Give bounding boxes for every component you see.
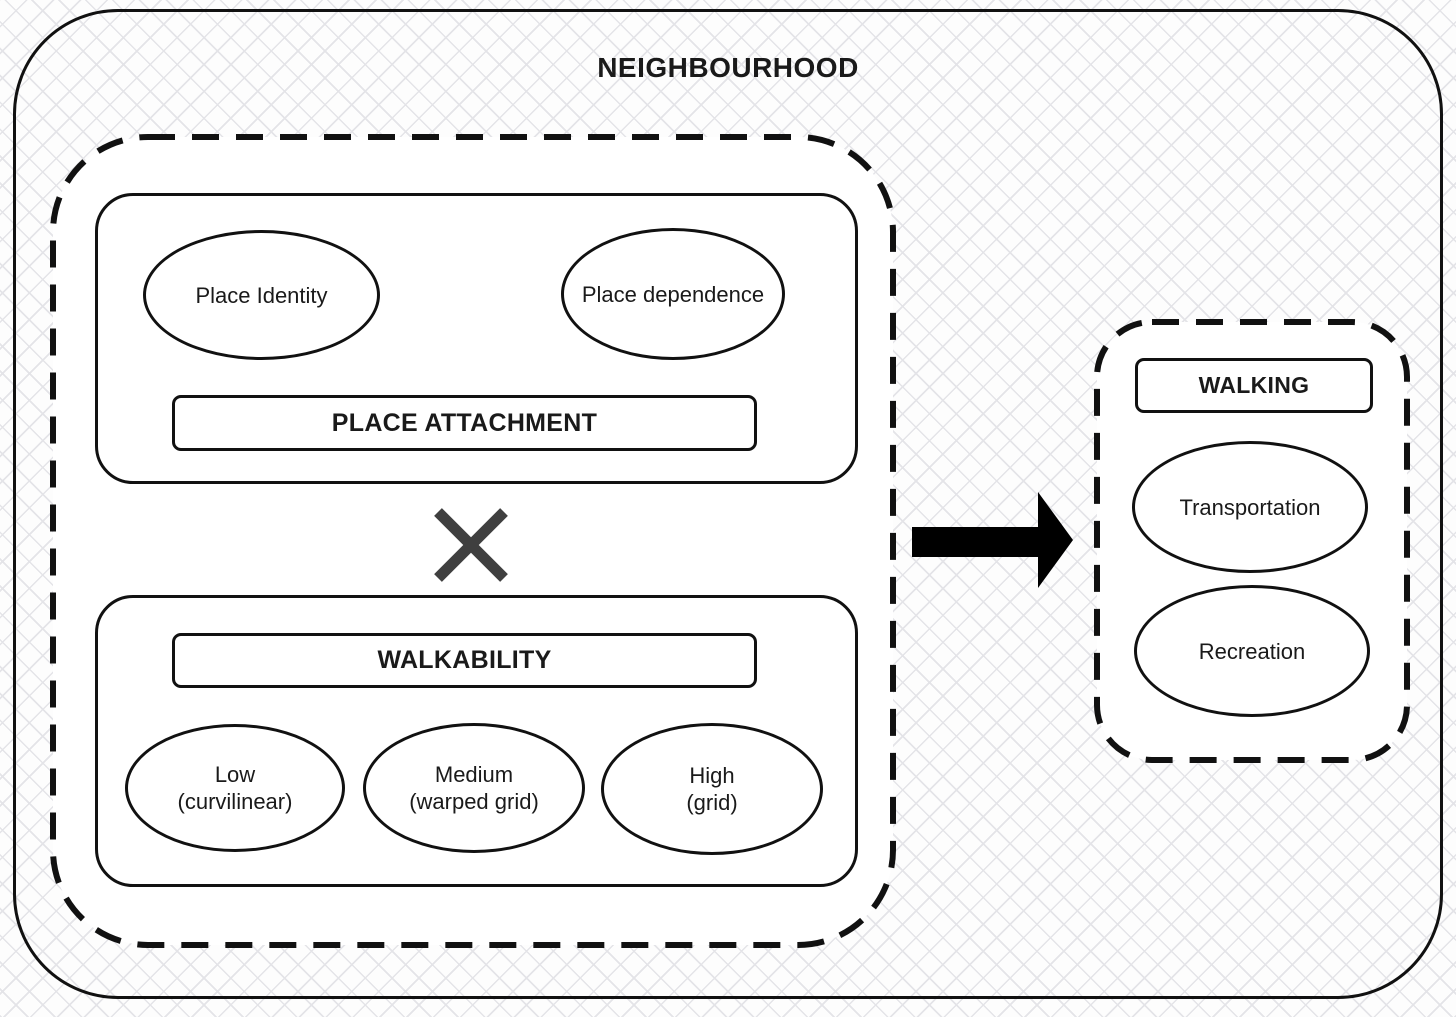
transportation-label: Transportation — [1179, 494, 1321, 520]
arrow-right-icon — [912, 492, 1073, 588]
diagram-title: NEIGHBOURHOOD — [597, 52, 859, 83]
walkability-medium-sublabel: (warped grid) — [409, 789, 539, 814]
recreation-label: Recreation — [1198, 638, 1306, 664]
walkability-high-sublabel: (grid) — [686, 790, 738, 815]
walkability-header-label: WALKABILITY — [377, 646, 552, 674]
walkability-low-sublabel: (curvilinear) — [177, 789, 293, 814]
place-identity-ellipse: Place Identity — [143, 230, 380, 360]
walkability-high-ellipse: High (grid) — [601, 723, 823, 855]
place-dependence-ellipse: Place dependence — [561, 228, 785, 360]
walking-header-label: WALKING — [1198, 372, 1310, 398]
walkability-medium-ellipse: Medium (warped grid) — [363, 723, 585, 853]
neighbourhood-frame — [13, 9, 1443, 999]
place-attachment-header: PLACE ATTACHMENT — [172, 395, 757, 451]
place-dependence-label: Place dependence — [581, 281, 765, 307]
walkability-low-ellipse: Low (curvilinear) — [125, 724, 345, 852]
walkability-header: WALKABILITY — [172, 633, 757, 688]
place-identity-label: Place Identity — [195, 282, 328, 308]
walkability-high-label: High — [689, 763, 735, 788]
walkability-low-label: Low — [214, 762, 256, 787]
walking-header: WALKING — [1135, 358, 1373, 413]
recreation-ellipse: Recreation — [1134, 585, 1370, 717]
walkability-medium-label: Medium — [434, 762, 514, 787]
transportation-ellipse: Transportation — [1132, 441, 1368, 573]
place-attachment-header-label: PLACE ATTACHMENT — [331, 408, 598, 437]
multiplication-icon — [434, 508, 508, 582]
